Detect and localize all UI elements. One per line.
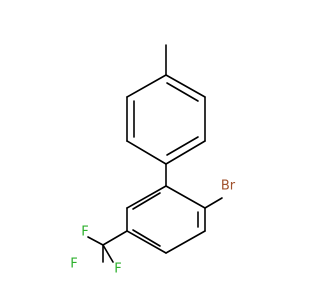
bromine-bond bbox=[204, 197, 223, 209]
lower-ring-bond bbox=[126, 185, 167, 209]
structure-diagram: Br F F F bbox=[70, 44, 236, 277]
upper-ring-bond bbox=[165, 74, 206, 98]
upper-ring-bond bbox=[165, 140, 206, 165]
upper-ring-double-bond bbox=[166, 82, 199, 102]
fluorine-label-3: F bbox=[114, 262, 121, 277]
bromine-label: Br bbox=[221, 179, 236, 194]
lower-ring-bond bbox=[165, 230, 206, 254]
lower-ring-bond bbox=[165, 185, 206, 209]
upper-ring-bond bbox=[126, 140, 167, 165]
upper-ring-double-bond bbox=[166, 136, 199, 156]
fluorine-label-1: F bbox=[81, 225, 88, 240]
cf3-fluorine-bond bbox=[102, 244, 114, 263]
cf3-fluorine-bond bbox=[87, 236, 104, 246]
lower-ring-double-bond bbox=[132, 192, 161, 210]
cf3-carbon-bond bbox=[102, 230, 128, 246]
lower-ring-double-bond bbox=[132, 229, 161, 247]
fluorine-label-2: F bbox=[70, 257, 77, 272]
lower-ring-bond bbox=[126, 230, 167, 254]
upper-ring-bond bbox=[126, 74, 167, 98]
